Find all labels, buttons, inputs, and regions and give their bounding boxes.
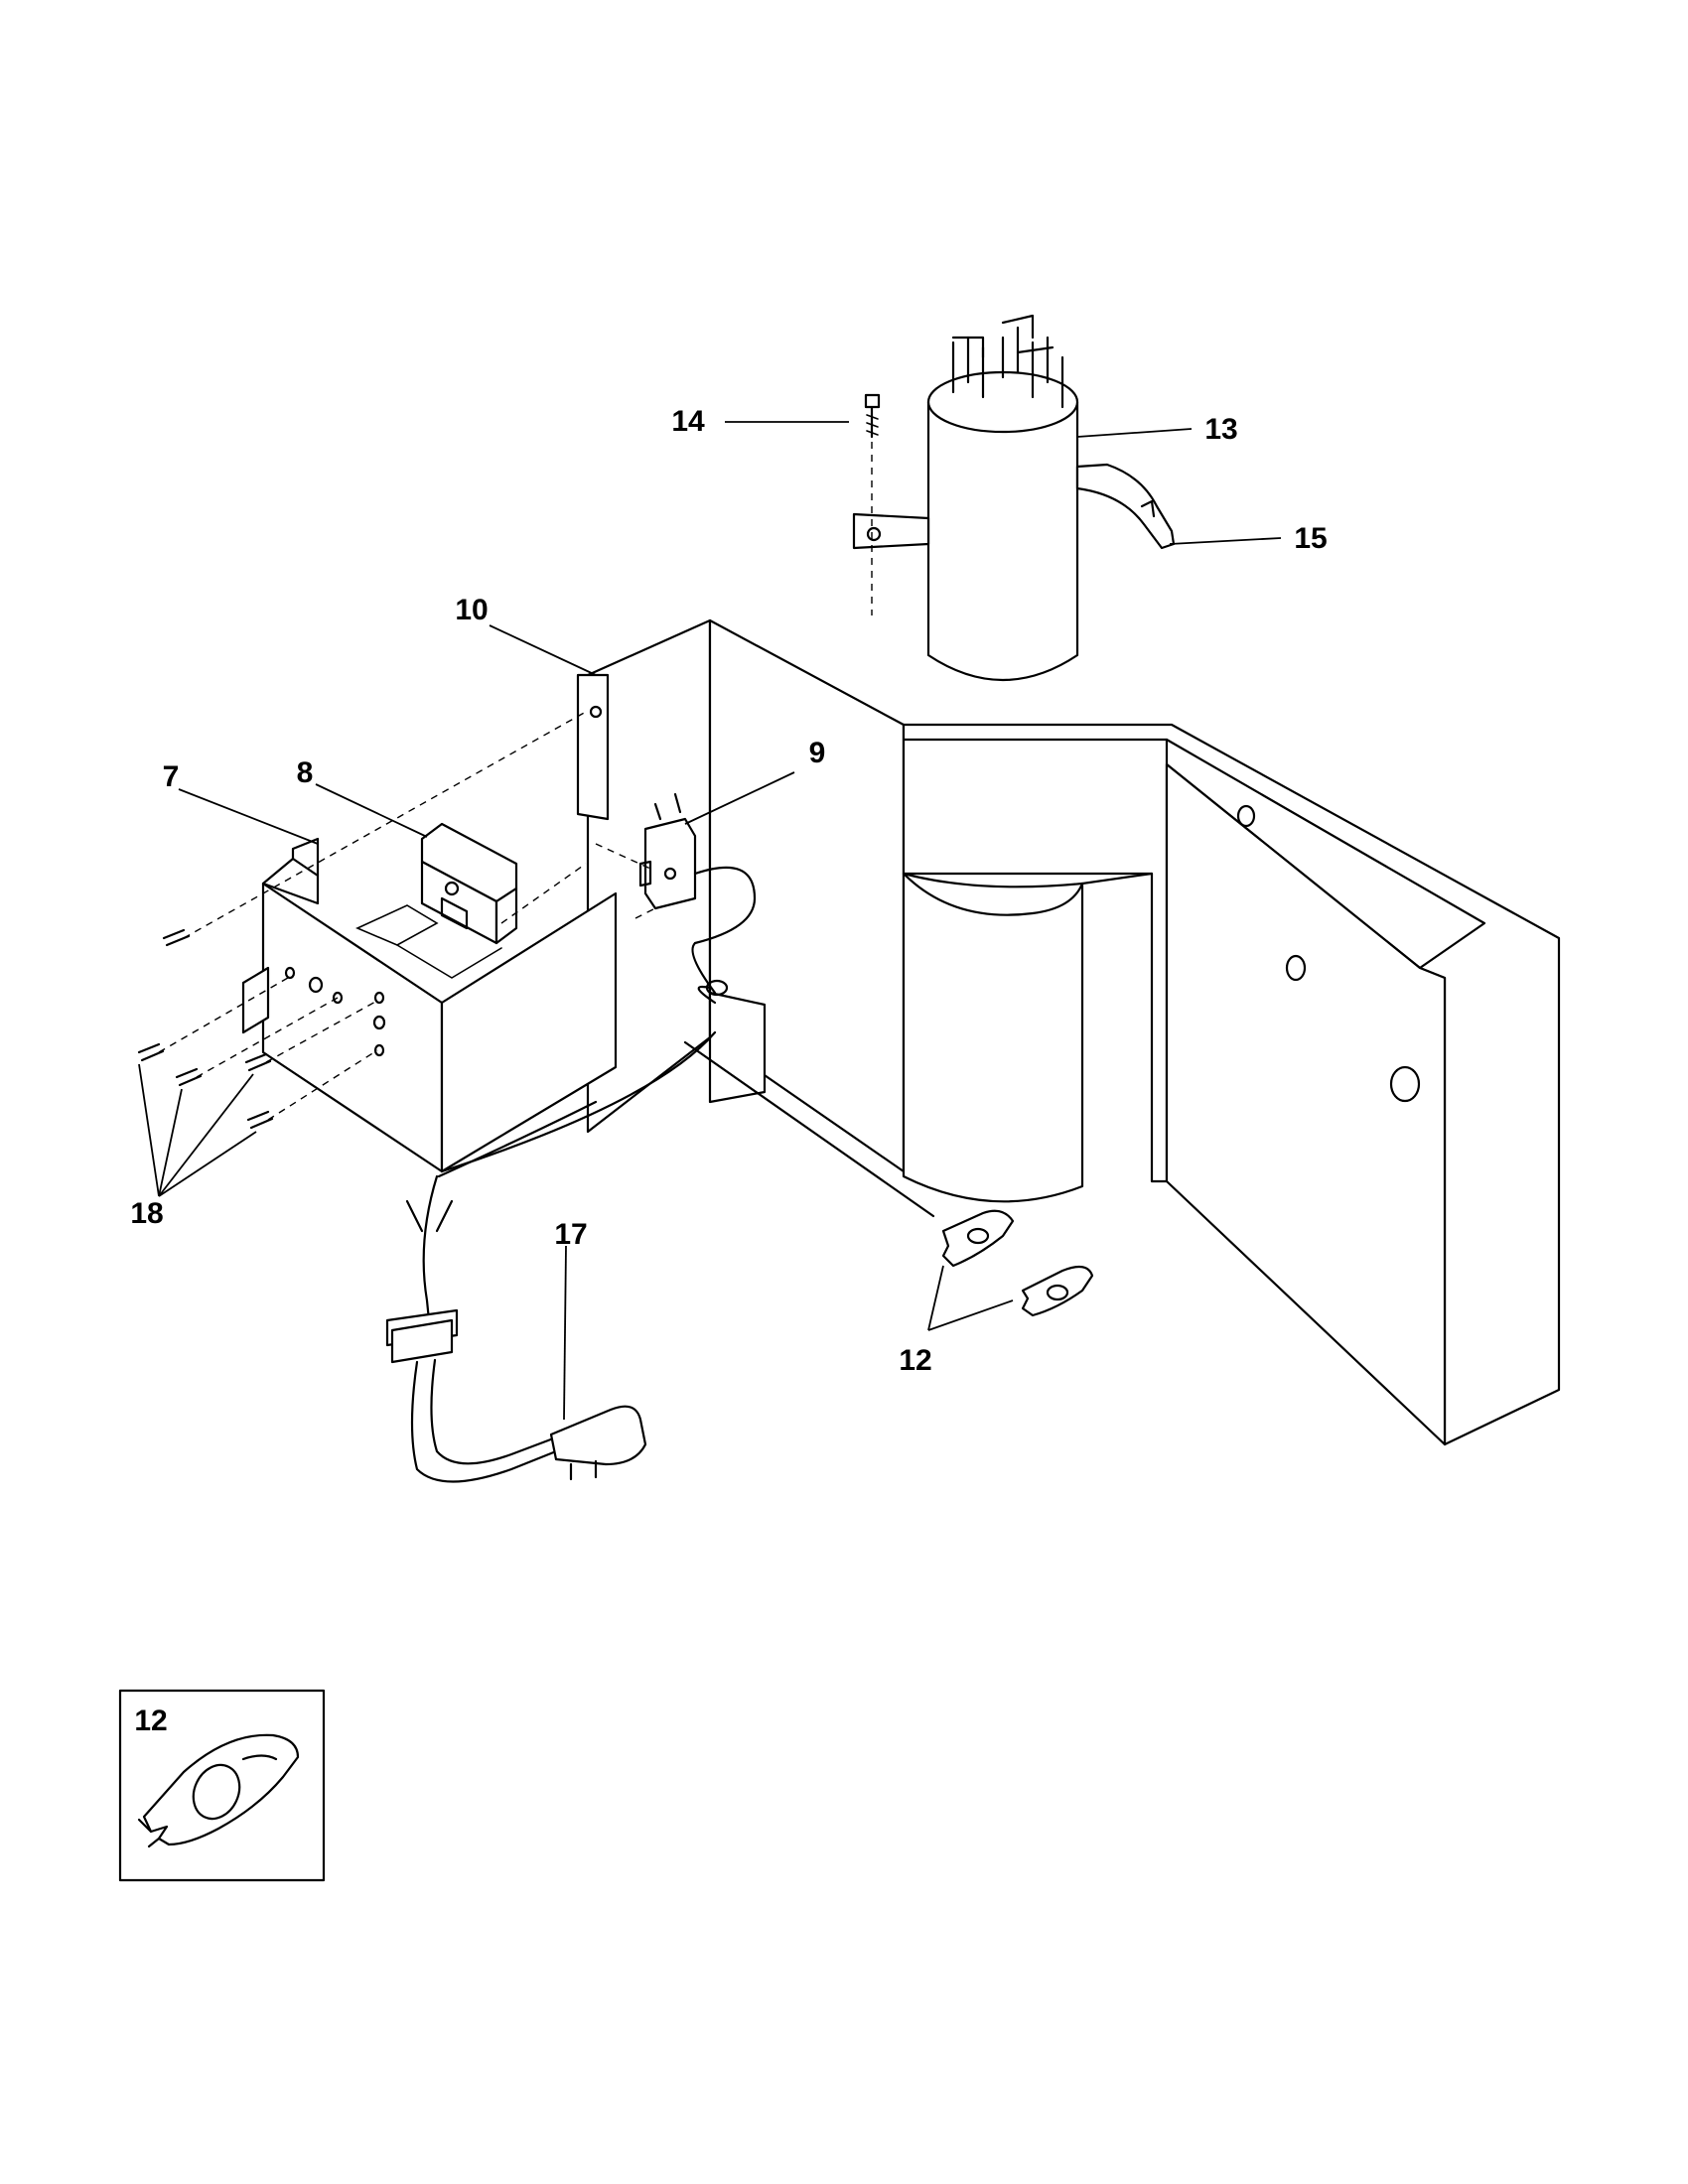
clip-2 [1021, 1265, 1094, 1317]
callout-8: 8 [297, 756, 314, 789]
clip-detail [137, 1733, 300, 1848]
callout-7: 7 [163, 760, 180, 793]
power-cord [385, 941, 935, 1483]
callout-14: 14 [671, 405, 705, 438]
clip-1 [941, 1209, 1015, 1268]
callout-13: 13 [1204, 413, 1237, 446]
relay-component [420, 822, 518, 945]
back-panel [576, 618, 1561, 1446]
screw-14 [864, 393, 881, 615]
capacitor-strap [852, 512, 930, 550]
box-screws [137, 711, 656, 1130]
callout-18: 18 [130, 1197, 163, 1230]
callout-12: 12 [899, 1344, 931, 1377]
inset-label: 12 [134, 1705, 167, 1737]
switch [638, 792, 757, 945]
callout-10: 10 [455, 594, 488, 626]
capacitor-bracket [1075, 463, 1176, 550]
callout-9: 9 [809, 737, 826, 769]
callout-15: 15 [1294, 522, 1327, 555]
leader-lines [138, 421, 1282, 1421]
control-box [241, 837, 618, 1173]
inset-detail: 12 [118, 1689, 326, 1882]
callout-17: 17 [554, 1218, 587, 1251]
capacitor [926, 314, 1079, 682]
